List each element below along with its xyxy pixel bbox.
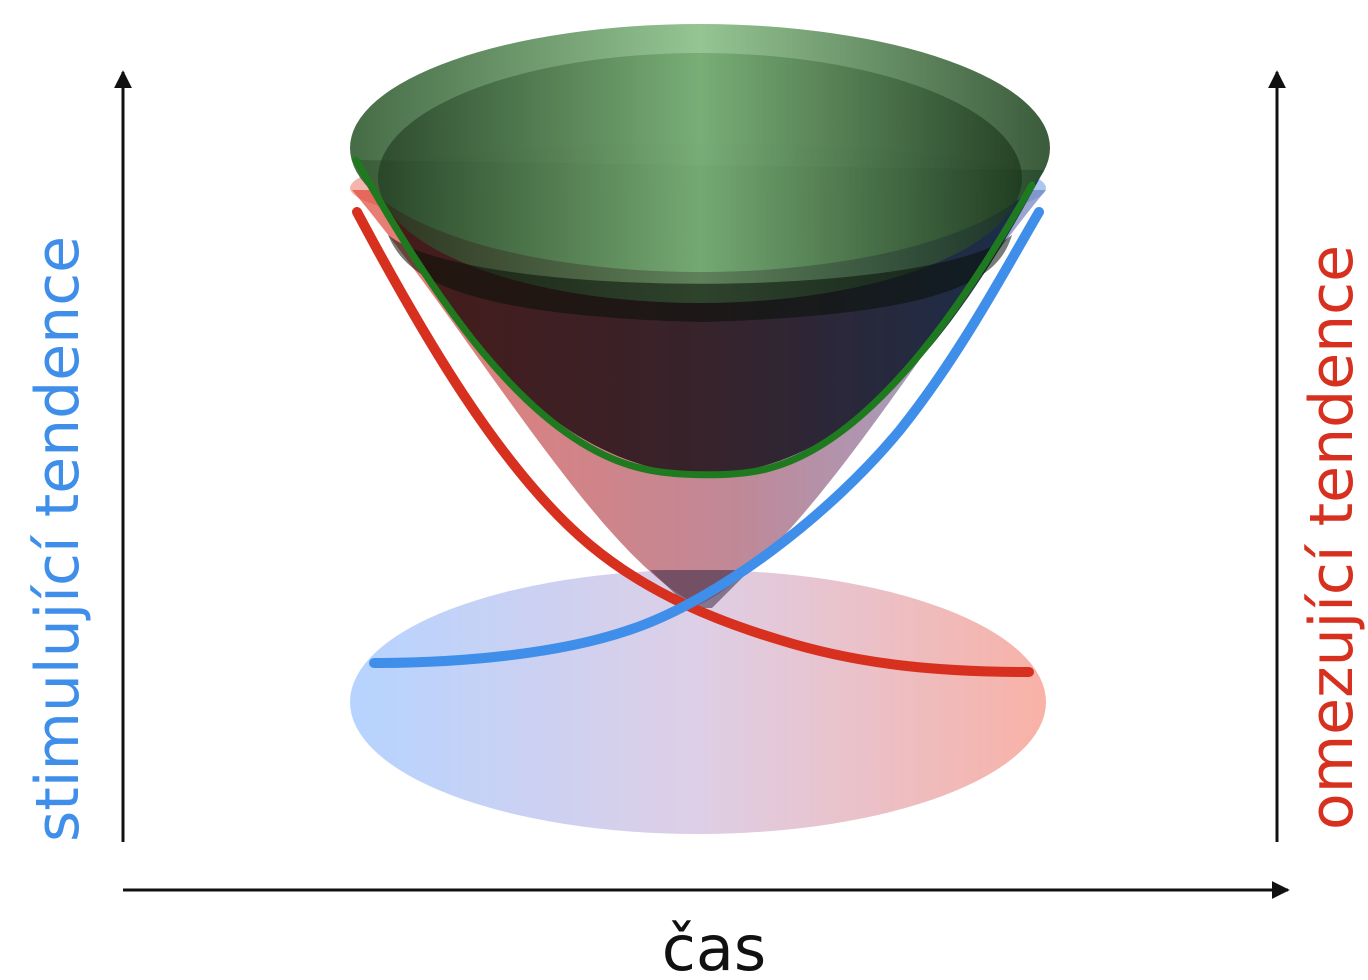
lid-shadow-band [388, 235, 1012, 322]
green-lid-inner [378, 53, 1022, 303]
stimulating-curve [369, 207, 1044, 668]
right-axis-label: omezující tendence [1297, 245, 1367, 830]
base-ellipse [350, 570, 1046, 834]
outcome-curve [352, 156, 1036, 479]
restraining-curve [352, 207, 1034, 677]
bottom-axis-label: čas [662, 912, 766, 980]
left-axis-label: stimulující tendence [23, 236, 93, 842]
